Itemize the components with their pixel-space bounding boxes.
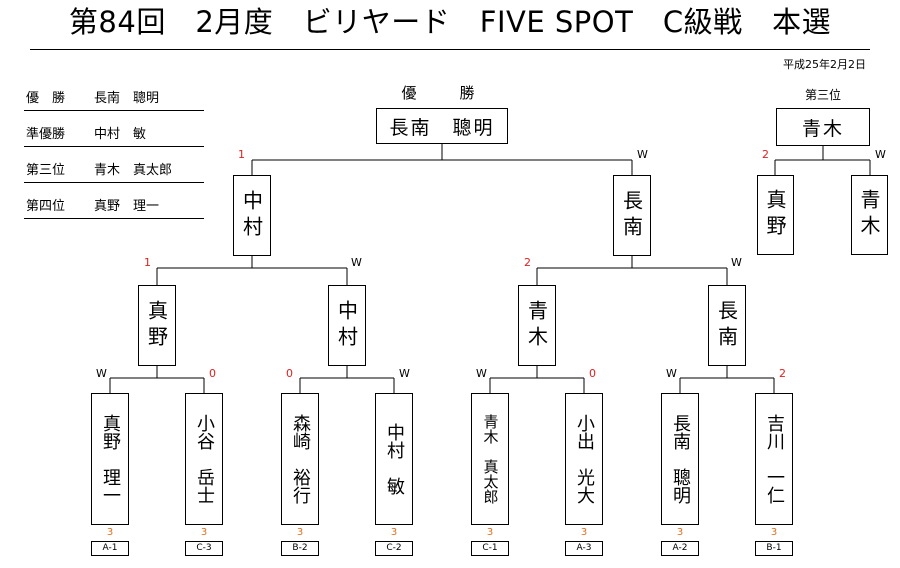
ranking-name: 真野 理一	[94, 199, 160, 214]
ranking-name: 中村 敏	[94, 127, 147, 142]
third-place-right-name: 青木	[857, 189, 881, 241]
event-date: 平成25年2月2日	[783, 58, 866, 71]
player-score: W	[666, 367, 677, 380]
quarter-player-box: 中村	[328, 285, 366, 366]
player-box: 中村 敏	[375, 393, 413, 525]
player-box: 長南 聰明	[661, 393, 699, 525]
third-place-left-score: 2	[762, 148, 769, 161]
player-box: 森崎 裕行	[281, 393, 319, 525]
page-title: 第84回 2月度 ビリヤード FIVE SPOT C級戦 本選	[68, 5, 832, 39]
ranking-row-2: 準優勝 中村 敏	[24, 124, 204, 147]
player-score: W	[399, 367, 410, 380]
player-name: 吉川 一仁	[764, 414, 785, 504]
quarter-player-box: 青木	[518, 285, 556, 366]
player-box: 小出 光大	[565, 393, 603, 525]
seed-code: B-2	[281, 541, 319, 556]
seed-code: A-1	[91, 541, 129, 556]
player-name: 長南 聰明	[670, 414, 691, 504]
ranking-label: 第三位	[26, 163, 66, 178]
third-place-label: 第三位	[804, 88, 841, 102]
quarter-score: 1	[144, 256, 151, 269]
quarter-score: W	[731, 256, 742, 269]
player-box: 青木 真太郎	[471, 393, 509, 525]
player-score: 0	[286, 367, 293, 380]
seed-code: A-2	[661, 541, 699, 556]
player-name: 真野 理一	[100, 414, 121, 504]
player-name: 青木 真太郎	[481, 414, 500, 504]
player-score: 2	[779, 367, 786, 380]
player-score: 0	[589, 367, 596, 380]
ranking-name: 長南 聰明	[94, 91, 160, 106]
seed-score: 3	[296, 527, 304, 538]
ranking-row-3: 第三位 青木 真太郎	[24, 160, 204, 183]
seed-code: B-1	[755, 541, 793, 556]
seed-score: 3	[106, 527, 114, 538]
third-place-winner-name: 青木	[801, 117, 844, 140]
quarter-player-name: 長南	[714, 299, 739, 352]
quarter-player-name: 青木	[524, 299, 549, 352]
final-winner-box: 長南 聰明	[376, 108, 508, 144]
quarter-score: W	[351, 256, 362, 269]
seed-score: 3	[676, 527, 684, 538]
third-place-right-score: W	[875, 148, 886, 161]
final-winner-name: 長南 聰明	[389, 116, 495, 139]
semi-player-box: 中村	[233, 175, 271, 256]
seed-code: C-2	[375, 541, 413, 556]
ranking-label: 準優勝	[26, 127, 66, 142]
player-box: 吉川 一仁	[755, 393, 793, 525]
semi-score: W	[637, 148, 648, 161]
third-place-left-name: 真野	[763, 189, 787, 241]
seed-score: 3	[770, 527, 778, 538]
semi-score: 1	[238, 148, 245, 161]
ranking-row-4: 第四位 真野 理一	[24, 196, 204, 219]
seed-code: A-3	[565, 541, 603, 556]
ranking-label: 第四位	[26, 199, 66, 214]
quarter-score: 2	[524, 256, 531, 269]
player-box: 小谷 岳士	[185, 393, 223, 525]
seed-score: 3	[580, 527, 588, 538]
third-place-winner-box: 青木	[776, 108, 870, 146]
player-score: 0	[209, 367, 216, 380]
seed-score: 3	[200, 527, 208, 538]
player-name: 小谷 岳士	[194, 414, 215, 504]
ranking-row-1: 優 勝 長南 聰明	[24, 88, 204, 111]
player-name: 森崎 裕行	[290, 414, 311, 504]
final-label: 優 勝	[401, 84, 489, 102]
player-name: 小出 光大	[574, 414, 595, 504]
seed-score: 3	[390, 527, 398, 538]
player-score: W	[96, 367, 107, 380]
ranking-label: 優 勝	[26, 91, 66, 106]
quarter-player-name: 真野	[144, 299, 169, 352]
seed-code: C-1	[471, 541, 509, 556]
player-box: 真野 理一	[91, 393, 129, 525]
quarter-player-name: 中村	[334, 299, 359, 352]
quarter-player-box: 長南	[708, 285, 746, 366]
title-divider	[30, 49, 870, 50]
player-score: W	[476, 367, 487, 380]
quarter-player-box: 真野	[138, 285, 176, 366]
semi-player-box: 長南	[613, 175, 651, 256]
third-place-right-box: 青木	[851, 175, 888, 255]
third-place-left-box: 真野	[757, 175, 794, 255]
seed-code: C-3	[185, 541, 223, 556]
player-name: 中村 敏	[384, 423, 405, 495]
ranking-name: 青木 真太郎	[94, 163, 173, 178]
semi-player-name: 長南	[619, 189, 644, 242]
semi-player-name: 中村	[239, 189, 264, 242]
seed-score: 3	[486, 527, 494, 538]
